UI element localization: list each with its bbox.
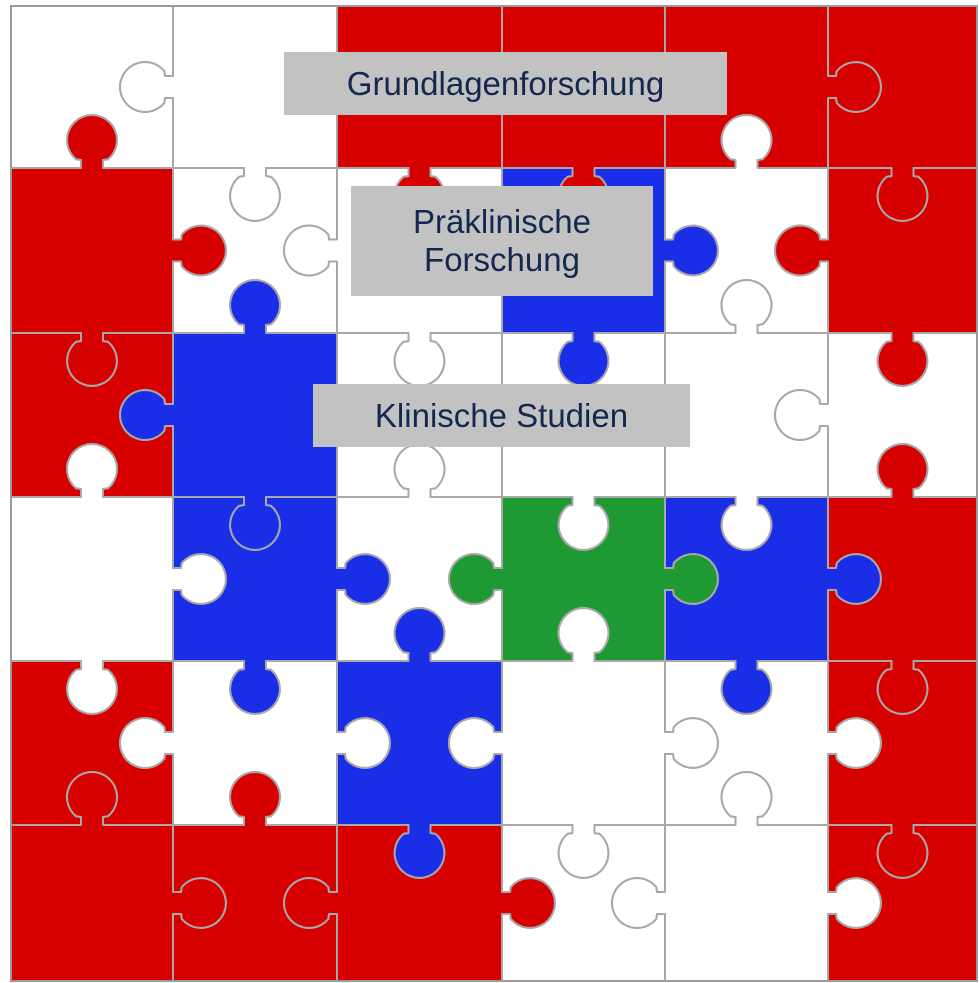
label-basic-research: Grundlagenforschung [284, 52, 727, 115]
label-preclinical-research: Präklinische Forschung [351, 186, 653, 296]
label-clinical-studies: Klinische Studien [313, 384, 690, 447]
puzzle-pieces [11, 6, 977, 981]
label-preclinical-line2: Forschung [424, 241, 580, 279]
label-preclinical-line1: Präklinische [413, 203, 591, 241]
label-clinical-studies-text: Klinische Studien [375, 397, 628, 435]
label-basic-research-text: Grundlagenforschung [347, 65, 664, 103]
